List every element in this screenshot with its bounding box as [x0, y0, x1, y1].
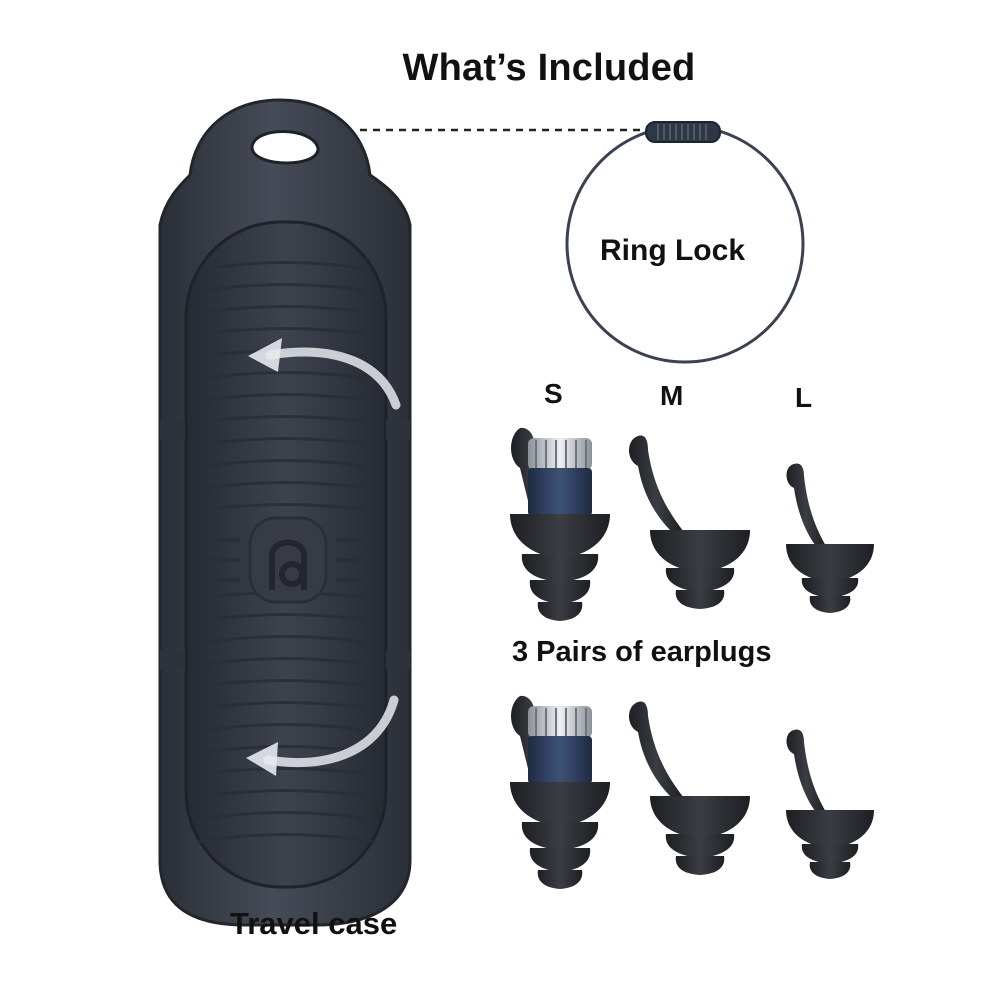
travel-case-label: Travel case — [230, 906, 398, 941]
size-label-large: L — [795, 382, 813, 413]
page-title: What’s Included — [402, 47, 696, 89]
brand-logo-icon — [210, 516, 366, 604]
earplugs-label: 3 Pairs of earplugs — [512, 636, 772, 668]
open-direction-arrow-icon — [248, 338, 401, 410]
earplug-large-top — [786, 463, 874, 613]
earplug-medium-top — [629, 435, 750, 609]
earplug-small-top — [509, 426, 611, 622]
earplug-medium-bottom — [629, 701, 750, 875]
earplug-large-bottom — [786, 729, 874, 879]
earplug-small-bottom — [509, 694, 611, 890]
size-label-small: S — [544, 378, 563, 409]
ring-lock-label: Ring Lock — [600, 234, 746, 267]
size-label-medium: M — [660, 380, 684, 411]
travel-case-image — [158, 98, 412, 927]
ring-lock-image — [565, 121, 805, 364]
close-direction-arrow-icon — [246, 695, 399, 776]
